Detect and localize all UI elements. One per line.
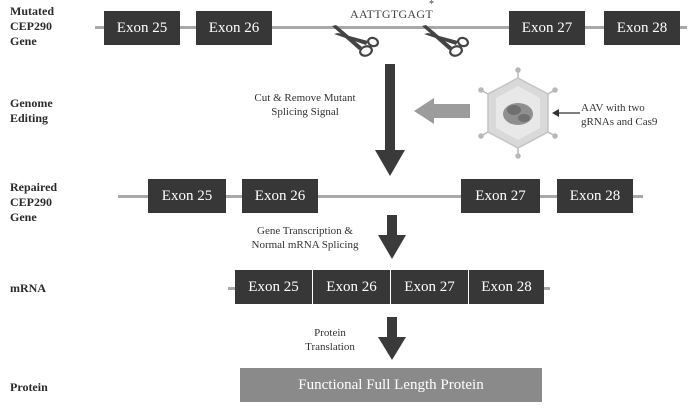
aav-label: AAV with two gRNAs and Cas9	[581, 101, 657, 129]
left-arrow-icon	[414, 98, 470, 124]
step-line: Splicing Signal	[271, 106, 339, 118]
mutated-gene-line	[95, 26, 687, 29]
mutated-exon-25: Exon 25	[104, 11, 180, 45]
mrna-exon-27: Exon 27	[390, 270, 468, 304]
repaired-exon-25: Exon 25	[148, 179, 226, 213]
aav-label-line: AAV with two	[581, 102, 645, 114]
repaired-exon-26: Exon 26	[242, 179, 318, 213]
mutation-star: *	[429, 0, 435, 10]
label-line: Gene	[10, 34, 37, 48]
label-repaired-gene: Repaired CEP290 Gene	[10, 180, 57, 225]
label-line: CEP290	[10, 195, 52, 209]
label-protein: Protein	[10, 380, 48, 394]
repaired-exon-28: Exon 28	[557, 179, 633, 213]
down-arrow-icon	[375, 64, 405, 176]
label-line: Genome	[10, 96, 53, 110]
step-line: Normal mRNA Splicing	[251, 239, 359, 251]
aav-virus-icon	[478, 67, 558, 159]
mutated-exon-27: Exon 27	[509, 11, 585, 45]
mrna-exon-28: Exon 28	[468, 270, 544, 304]
label-line: Repaired	[10, 180, 58, 194]
mrna-exon-26: Exon 26	[312, 270, 390, 304]
label-line: Editing	[10, 111, 49, 125]
down-arrow-icon	[378, 215, 406, 259]
label-mrna: mRNA	[10, 281, 46, 295]
mutation-sequence: AATTGTGAGT	[350, 7, 433, 21]
protein-box: Functional Full Length Protein	[240, 368, 542, 402]
mutated-exon-26: Exon 26	[196, 11, 272, 45]
step-line: Protein	[314, 327, 346, 339]
translation-text: Protein Translation	[290, 326, 370, 354]
repaired-exon-27: Exon 27	[461, 179, 540, 213]
mutated-exon-28: Exon 28	[604, 11, 680, 45]
step-line: Gene Transcription &	[257, 225, 353, 237]
repaired-gene-line	[118, 195, 643, 198]
step-line: Cut & Remove Mutant	[254, 92, 356, 104]
down-arrow-icon	[378, 317, 406, 360]
aav-label-line: gRNAs and Cas9	[581, 116, 658, 128]
label-mutated-gene: Mutated CEP290 Gene	[10, 4, 54, 49]
label-line: Mutated	[10, 4, 54, 18]
transcription-text: Gene Transcription & Normal mRNA Splicin…	[240, 224, 370, 252]
label-line: Gene	[10, 210, 37, 224]
cut-remove-text: Cut & Remove Mutant Splicing Signal	[240, 91, 370, 119]
pointer-arrow-icon	[552, 109, 580, 117]
mrna-exon-25: Exon 25	[235, 270, 312, 304]
step-line: Translation	[305, 341, 355, 353]
label-line: CEP290	[10, 19, 52, 33]
label-genome-editing: Genome Editing	[10, 96, 53, 126]
scissors-icon	[332, 25, 379, 57]
scissors-icon	[422, 25, 469, 57]
